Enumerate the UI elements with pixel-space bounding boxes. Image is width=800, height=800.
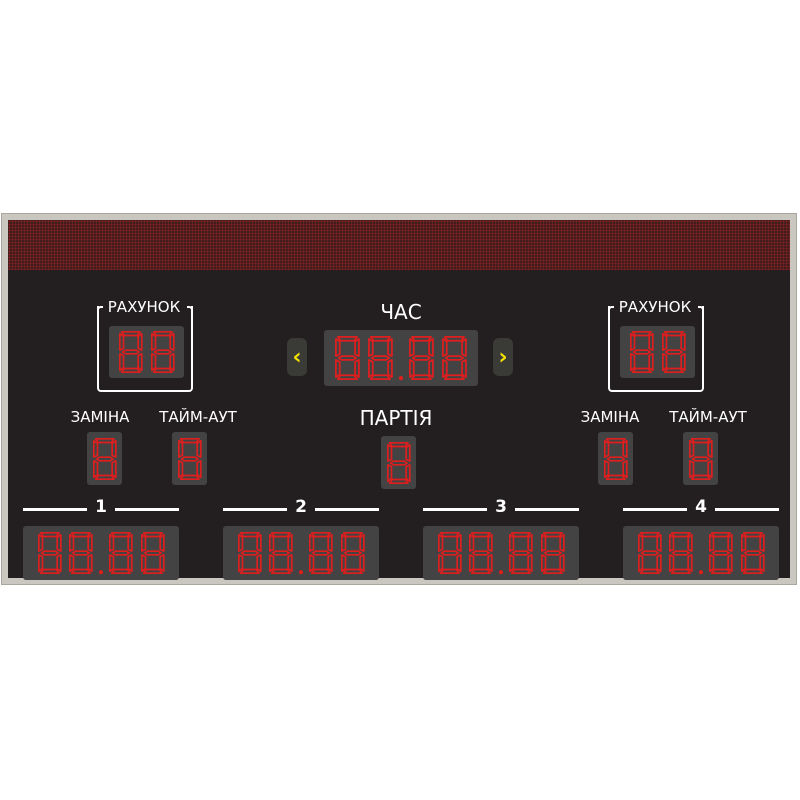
seven-segment-digit (386, 441, 411, 484)
seven-segment-digit (740, 532, 765, 574)
seven-segment-digit (540, 532, 565, 574)
period-line (715, 508, 779, 511)
set-display (381, 436, 416, 489)
home-subs-display (87, 432, 122, 485)
seven-segment-digit (368, 336, 393, 380)
period-line (223, 508, 287, 511)
seven-segment-digit (603, 437, 628, 480)
seven-segment-digit (409, 336, 434, 380)
period-4-display (623, 526, 779, 580)
right-arrow-icon[interactable]: › (493, 338, 513, 376)
seven-segment-digit (69, 532, 93, 574)
away-score-display (620, 326, 695, 378)
period-1-display (23, 526, 179, 580)
period-line (423, 508, 487, 511)
seven-segment-digit (37, 532, 62, 574)
home-subs-label: ЗАМІНА (70, 408, 130, 426)
led-matrix-display (8, 220, 790, 270)
seven-segment-digit (709, 532, 733, 574)
away-timeout-label: ТАЙМ-АУТ (669, 408, 747, 426)
seven-segment-digit (509, 532, 533, 574)
period-line (315, 508, 379, 511)
seven-segment-digit (340, 532, 365, 574)
away-score-frame (608, 306, 704, 392)
seven-segment-digit (437, 532, 462, 574)
seven-segment-digit (109, 532, 133, 574)
decimal-point (398, 376, 404, 381)
scoreboard-face: РАХУНОК ЧАС ‹ › РАХУНОК ЗАМІНА ТАЙМ-АУТ … (8, 220, 790, 580)
period-2-display (223, 526, 379, 580)
period-number: 4 (695, 497, 707, 517)
left-arrow-icon[interactable]: ‹ (287, 338, 307, 376)
period-line (623, 508, 687, 511)
home-timeout-label: ТАЙМ-АУТ (159, 408, 237, 426)
seven-segment-digit (237, 532, 262, 574)
seven-segment-digit (140, 532, 165, 574)
decimal-point (98, 570, 104, 575)
seven-segment-digit (118, 331, 143, 373)
period-line (515, 508, 579, 511)
clock-label: ЧАС (380, 300, 422, 324)
seven-segment-digit (637, 532, 662, 574)
clock-display (324, 330, 478, 386)
period-line (23, 508, 87, 511)
period-number: 3 (495, 497, 507, 517)
period-line (115, 508, 179, 511)
seven-segment-digit (661, 331, 686, 373)
home-score-display (109, 326, 184, 378)
away-subs-display (598, 432, 633, 485)
seven-segment-digit (150, 331, 175, 373)
period-number: 1 (95, 497, 107, 517)
decimal-point (498, 570, 504, 575)
seven-segment-digit (309, 532, 333, 574)
seven-segment-digit (669, 532, 693, 574)
home-score-frame (97, 306, 193, 392)
decimal-point (698, 570, 704, 575)
away-subs-label: ЗАМІНА (580, 408, 640, 426)
away-score-label: РАХУНОК (616, 298, 694, 316)
scoreboard: РАХУНОК ЧАС ‹ › РАХУНОК ЗАМІНА ТАЙМ-АУТ … (1, 213, 797, 585)
seven-segment-digit (269, 532, 293, 574)
decimal-point (298, 570, 304, 575)
seven-segment-digit (441, 336, 467, 380)
away-timeout-display (683, 432, 718, 485)
seven-segment-digit (629, 331, 654, 373)
home-timeout-display (172, 432, 207, 485)
seven-segment-digit (469, 532, 493, 574)
seven-segment-digit (92, 437, 117, 480)
seven-segment-digit (688, 437, 713, 480)
seven-segment-digit (177, 437, 202, 480)
period-number: 2 (295, 497, 307, 517)
seven-segment-digit (335, 336, 361, 380)
period-3-display (423, 526, 579, 580)
home-score-label: РАХУНОК (105, 298, 183, 316)
set-label: ПАРТІЯ (359, 406, 433, 430)
